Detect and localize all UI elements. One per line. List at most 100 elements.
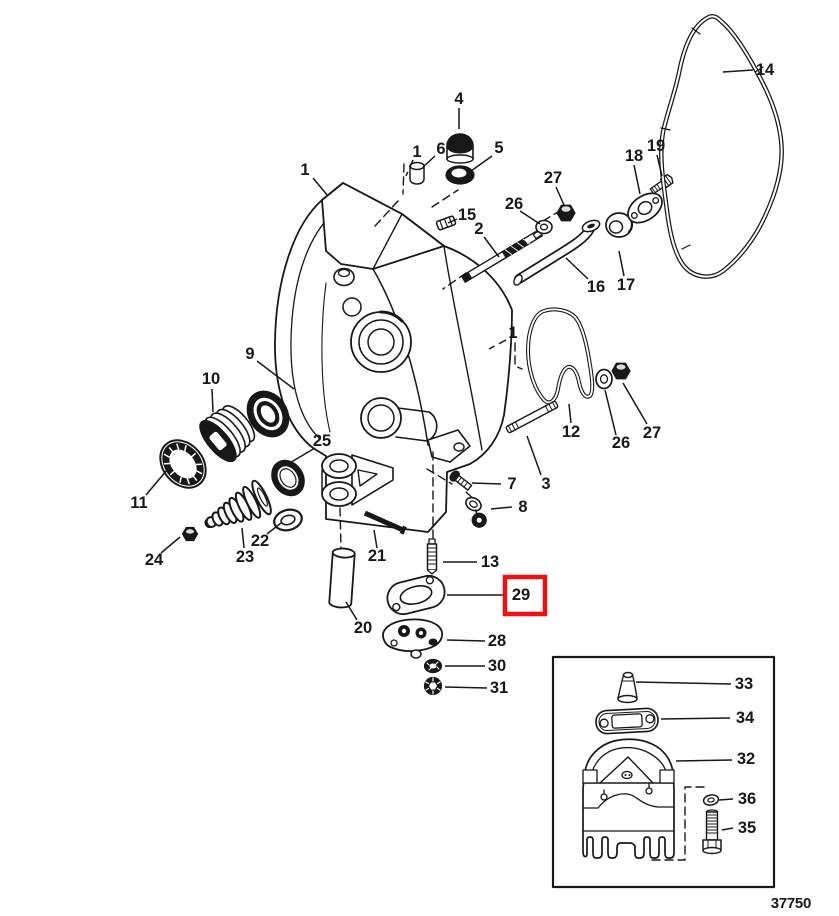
leader-line-1b [405,159,414,177]
callout-27a[interactable]: 27 [544,169,562,187]
callout-18[interactable]: 18 [625,147,643,165]
leader-line-11 [145,469,168,496]
callout-12[interactable]: 12 [562,423,580,441]
leader-line-6 [422,155,436,168]
figure-number: 37750 [771,895,811,912]
leader-line-2 [483,236,500,258]
callout-31[interactable]: 31 [490,679,508,697]
callout-35[interactable]: 35 [738,819,756,837]
leader-line-1 [312,177,329,197]
part-13-screw [426,538,438,575]
leader-line-15 [447,218,458,224]
part-34-gasket [595,707,659,735]
part-35-bolt [702,809,722,855]
leader-line-21 [373,529,378,549]
highlight-layer [502,574,548,617]
callout-29-highlighted[interactable]: 29 [512,586,530,604]
callout-33[interactable]: 33 [735,675,753,693]
leader-line-33 [635,681,732,685]
leader-line-32 [675,759,733,762]
part-1-gear-housing [274,182,513,533]
leader-line-26a [519,210,541,225]
callout-9[interactable]: 9 [245,345,254,363]
part-3-stud [505,400,559,434]
leader-line-8 [490,506,513,510]
callout-8[interactable]: 8 [518,498,527,516]
callout-1[interactable]: 1 [300,161,309,179]
leader-line-12 [568,403,572,424]
callout-24[interactable]: 24 [145,551,164,569]
callout-36[interactable]: 36 [738,790,756,808]
part-31-locknut [423,676,443,696]
part-29-gasket [386,574,446,616]
callout-30[interactable]: 30 [488,657,506,675]
part-21-pin [363,510,407,535]
callout-19[interactable]: 19 [647,137,665,155]
leader-line-24 [160,536,181,554]
leader-line-27a [555,186,565,206]
part-15-screw [435,215,457,231]
leader-line-16 [565,257,589,280]
inset-panel [551,655,776,889]
callout-34[interactable]: 34 [736,709,755,727]
part-11-bearing [159,439,207,489]
callout-14[interactable]: 14 [756,61,775,79]
callout-11[interactable]: 11 [130,494,147,512]
callout-25[interactable]: 25 [313,432,331,450]
part-5-seal [445,165,475,185]
callout-27b[interactable]: 27 [643,424,661,442]
callout-10[interactable]: 10 [202,370,220,388]
leader-line-18 [633,164,641,195]
callout-6[interactable]: 6 [436,140,445,158]
callout-16[interactable]: 16 [587,278,605,296]
leader-line-14 [722,69,754,73]
part-8-clamp [465,496,487,528]
part-7-screw [449,470,473,491]
callout-1b[interactable]: 1 [412,143,421,161]
callout-4[interactable]: 4 [454,90,464,108]
callout-2[interactable]: 2 [474,220,483,238]
assembly-dash-lines [339,163,559,550]
leader-line-5 [470,155,493,172]
callout-15[interactable]: 15 [458,206,476,224]
callout-7[interactable]: 7 [507,475,516,493]
part-17-bushing [605,212,634,238]
callout-20[interactable]: 20 [354,619,372,637]
callout-3[interactable]: 3 [541,475,550,493]
leader-line-17 [618,250,625,277]
callout-26a[interactable]: 26 [505,195,523,213]
part-6-bushing [409,161,425,185]
leader-line-26b [604,389,617,436]
part-10-ring-nut [199,405,256,463]
leader-line-22 [266,522,282,535]
leader-line-28 [446,639,486,642]
part-9-seal [246,390,290,438]
leader-line-35 [721,827,734,831]
callout-13[interactable]: 13 [481,553,499,571]
highlight-box-part-29 [502,574,548,617]
part-25-seal [271,459,305,497]
part-30-washer [423,658,443,674]
callout-22[interactable]: 22 [251,532,269,550]
leader-line-19 [656,154,663,177]
part-4-cap [446,133,474,164]
part-14-gasket [659,13,784,279]
callout-1c[interactable]: 1 [508,324,517,342]
callout-21[interactable]: 21 [368,547,386,565]
callout-17[interactable]: 17 [617,276,635,294]
callout-28[interactable]: 28 [488,632,506,650]
callout-5[interactable]: 5 [494,139,503,157]
callout-26b[interactable]: 26 [612,434,630,452]
leader-line-3 [526,435,542,476]
leader-line-20 [345,601,358,621]
callout-32[interactable]: 32 [737,750,755,768]
part-26-washer-lower [595,368,613,390]
callout-23[interactable]: 23 [236,548,254,566]
part-33-cone [617,671,638,704]
part-36-washer [702,794,720,806]
leader-lines [145,69,754,831]
part-22-washer [273,508,303,532]
